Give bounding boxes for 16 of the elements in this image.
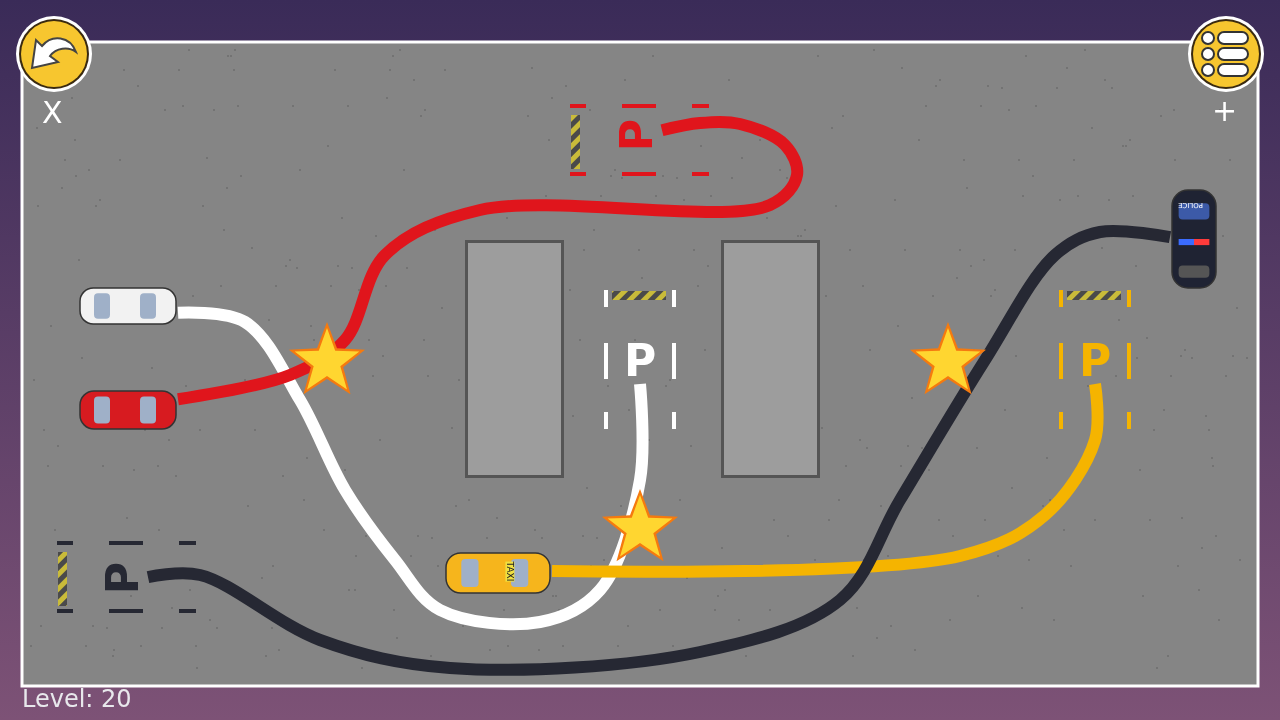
drawn-path (551, 383, 1104, 578)
car-drawing (78, 389, 178, 431)
pillar (465, 240, 564, 478)
parking-letter: P (101, 553, 145, 603)
pillar (721, 240, 820, 478)
police-car-drawing (1170, 188, 1218, 290)
parking-letter: P (614, 110, 660, 160)
car-drawing (78, 286, 178, 326)
level-label: Level: 20 (22, 687, 132, 711)
close-label: X (42, 98, 63, 128)
parking-letter: P (1067, 338, 1123, 384)
car-roof-text: TAXI (505, 561, 515, 582)
parking-letter: P (612, 338, 668, 384)
drawn-path (177, 115, 804, 406)
taxi-drawing (444, 551, 552, 595)
plus-label: + (1212, 96, 1238, 126)
